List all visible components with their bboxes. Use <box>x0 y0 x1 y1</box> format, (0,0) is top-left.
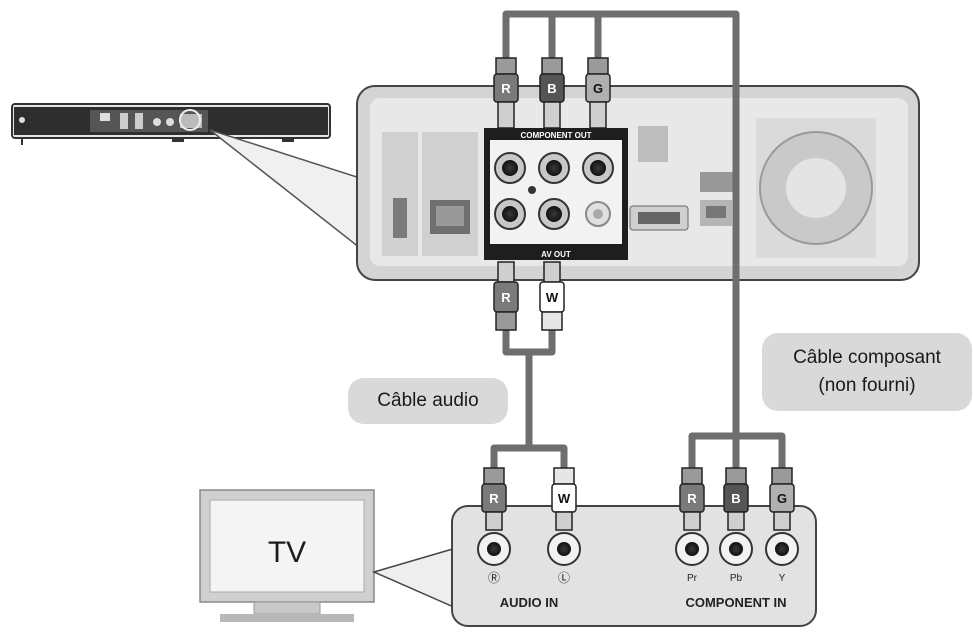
plug-top-g-label: G <box>593 81 603 96</box>
plug-tv-audio-w-label: W <box>558 491 571 506</box>
component-cable-callout: Câble composant (non fourni) <box>762 333 972 411</box>
audio-jack-l-label: Ⓛ <box>558 571 570 585</box>
plug-top-g: G <box>585 57 611 129</box>
plug-top-r: R <box>493 57 519 129</box>
component-cable-label-line1: Câble composant <box>793 347 941 369</box>
plug-tv-audio-w: W <box>551 467 577 531</box>
plug-audio-top-w: W <box>539 261 565 331</box>
player-device <box>11 103 331 145</box>
component-jack-y-label: Y <box>779 573 786 584</box>
plug-tv-audio-r: R <box>481 467 507 531</box>
plug-tv-audio-r-label: R <box>489 491 499 506</box>
component-jack-pb-label: Pb <box>730 573 743 584</box>
plug-top-r-label: R <box>501 81 511 96</box>
plug-audio-top-r: R <box>493 261 519 331</box>
av-out-jacks <box>494 186 570 230</box>
plug-tv-comp-g: G <box>769 467 795 531</box>
plug-audio-top-w-label: W <box>546 290 559 305</box>
audio-cable <box>490 330 568 470</box>
plug-audio-top-r-label: R <box>501 290 511 305</box>
audio-in-label: AUDIO IN <box>500 595 559 610</box>
component-out-jacks <box>494 152 614 184</box>
component-in-label: COMPONENT IN <box>685 595 786 610</box>
component-cable <box>502 10 786 470</box>
tv-audio-plugs: R W <box>481 467 577 531</box>
audio-jack-r-label: Ⓡ <box>488 571 500 585</box>
plug-top-b-label: B <box>547 81 556 96</box>
audio-cable-label: Câble audio <box>377 390 479 412</box>
top-audio-plugs: R W <box>493 261 565 331</box>
tv-component-plugs: R B G <box>679 467 795 531</box>
tv-input-panel <box>451 505 817 627</box>
plug-tv-comp-g-label: G <box>777 491 787 506</box>
audio-cable-callout: Câble audio <box>348 378 508 424</box>
tv-zoom-lines <box>371 546 457 610</box>
tv-label: TV <box>268 536 306 569</box>
top-component-plugs: R B G <box>493 57 611 129</box>
tv-component-jacks: Pr Pb Y <box>675 532 799 584</box>
component-out-label: COMPONENT OUT <box>520 131 591 140</box>
tv-icon: TV <box>199 489 375 622</box>
av-out-label: AV OUT <box>541 250 571 259</box>
plug-top-b: B <box>539 57 565 129</box>
plug-tv-comp-r: R <box>679 467 705 531</box>
component-cable-label-line2: (non fourni) <box>818 375 916 396</box>
plug-tv-comp-r-label: R <box>687 491 697 506</box>
plug-tv-comp-b-label: B <box>731 491 740 506</box>
fan-grill <box>756 118 876 258</box>
component-jack-pr-label: Pr <box>687 573 698 584</box>
zoom-lines <box>209 129 361 250</box>
tv-audio-jacks: Ⓡ Ⓛ <box>477 532 581 585</box>
player-rear-panel: COMPONENT OUT AV OUT <box>356 85 920 281</box>
plug-tv-comp-b: B <box>723 467 749 531</box>
